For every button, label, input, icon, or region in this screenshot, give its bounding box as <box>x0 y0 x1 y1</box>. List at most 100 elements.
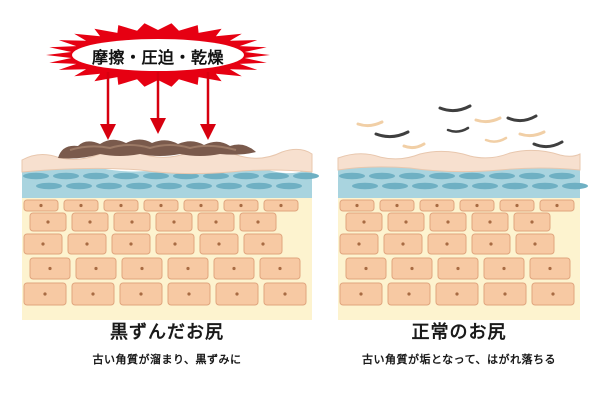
basal-cell <box>173 172 199 180</box>
right-title: 正常のお尻 <box>411 322 507 343</box>
skin-cell-icon <box>155 212 193 232</box>
down-arrow-icon <box>200 72 216 140</box>
basal-cell <box>412 182 438 190</box>
basal-cell <box>126 182 152 190</box>
skin-cell-icon <box>471 212 509 232</box>
burst-text: 摩擦・圧迫・乾燥 <box>91 48 224 67</box>
skin-cell-icon <box>531 282 575 306</box>
basal-cell <box>339 172 365 180</box>
keratin-flake-icon <box>374 130 410 139</box>
basal-cell <box>502 182 528 190</box>
skin-cell-icon <box>199 233 239 255</box>
skin-cell-icon <box>155 233 195 255</box>
skin-cell-icon <box>529 257 571 280</box>
basal-ovals <box>339 172 588 190</box>
skin-cell-icon <box>213 257 255 280</box>
basal-cell <box>293 172 319 180</box>
basal-cell <box>459 172 485 180</box>
basal-cell <box>472 182 498 190</box>
skin-cell-icon <box>391 257 433 280</box>
basal-cell <box>36 182 62 190</box>
cell-grid <box>339 199 575 306</box>
basal-cell <box>203 172 229 180</box>
skin-cell-icon <box>437 257 479 280</box>
basal-cell <box>246 182 272 190</box>
skin-cell-icon <box>119 282 163 306</box>
cell-grid <box>23 199 307 306</box>
basal-cell <box>53 172 79 180</box>
skin-cell-icon <box>419 199 455 212</box>
skin-cell-icon <box>111 233 151 255</box>
right-caption: 古い角質が垢となって、はがれ落ちる <box>361 353 557 366</box>
skin-cell-icon <box>23 282 67 306</box>
skin-cell-icon <box>167 257 209 280</box>
skin-cell-icon <box>383 233 423 255</box>
skin-cell-icon <box>259 257 301 280</box>
skin-cell-icon <box>387 212 425 232</box>
skin-cell-icon <box>459 199 495 212</box>
skin-cell-icon <box>435 282 479 306</box>
basal-cell <box>83 172 109 180</box>
basal-cell <box>562 182 588 190</box>
skin-cell-icon <box>63 199 99 212</box>
basal-cell <box>399 172 425 180</box>
skin-cell-icon <box>339 199 375 212</box>
skin-cell-icon <box>215 282 259 306</box>
skin-cell-icon <box>223 199 259 212</box>
skin-cell-icon <box>379 199 415 212</box>
skin-cell-icon <box>339 233 379 255</box>
left-title: 黒ずんだお尻 <box>110 322 224 343</box>
skin-cell-icon <box>513 212 551 232</box>
skin-cell-icon <box>263 199 299 212</box>
basal-cell <box>352 182 378 190</box>
keratin-flakes <box>356 104 564 150</box>
skin-cell-icon <box>429 212 467 232</box>
keratin-flake-icon <box>356 120 384 128</box>
skin-cell-icon <box>121 257 163 280</box>
basal-cell <box>429 172 455 180</box>
keratin-flake-icon <box>484 136 508 143</box>
basal-cell <box>113 172 139 180</box>
basal-cell <box>96 182 122 190</box>
basal-cell <box>532 182 558 190</box>
skin-cell-icon <box>427 233 467 255</box>
skin-cell-icon <box>29 257 71 280</box>
skin-cell-icon <box>243 233 283 255</box>
basal-cell <box>233 172 259 180</box>
skin-cell-icon <box>345 212 383 232</box>
skin-cell-icon <box>71 212 109 232</box>
keratin-flake-icon <box>438 104 472 113</box>
skin-cell-icon <box>263 282 307 306</box>
left-skin-cross-section <box>21 139 319 320</box>
skin-cell-icon <box>387 282 431 306</box>
down-arrow-icon <box>100 72 116 140</box>
skin-cell-icon <box>515 233 555 255</box>
skin-cell-icon <box>345 257 387 280</box>
basal-cell <box>156 182 182 190</box>
keratin-flake-icon <box>446 126 470 133</box>
old-keratin-buildup <box>58 139 256 159</box>
skin-cell-icon <box>483 257 525 280</box>
surface-layer <box>21 148 313 175</box>
basal-cell <box>519 172 545 180</box>
basal-cell <box>216 182 242 190</box>
skin-cell-icon <box>183 199 219 212</box>
basal-cell <box>382 182 408 190</box>
skin-cell-icon <box>483 282 527 306</box>
keratin-flake-icon <box>518 130 546 138</box>
basal-cell <box>549 172 575 180</box>
starburst-icon <box>46 23 270 87</box>
skin-cell-icon <box>499 199 535 212</box>
basal-ovals <box>23 172 319 190</box>
old-keratin-highlight <box>69 144 237 151</box>
basal-cell <box>369 172 395 180</box>
keratin-flake-icon <box>532 140 564 149</box>
skin-cell-icon <box>339 282 383 306</box>
skin-cell-icon <box>75 257 117 280</box>
basal-cell <box>66 182 92 190</box>
keratin-flake-icon <box>474 116 502 124</box>
basal-cell <box>442 182 468 190</box>
basal-cell <box>143 172 169 180</box>
basal-cell <box>23 172 49 180</box>
